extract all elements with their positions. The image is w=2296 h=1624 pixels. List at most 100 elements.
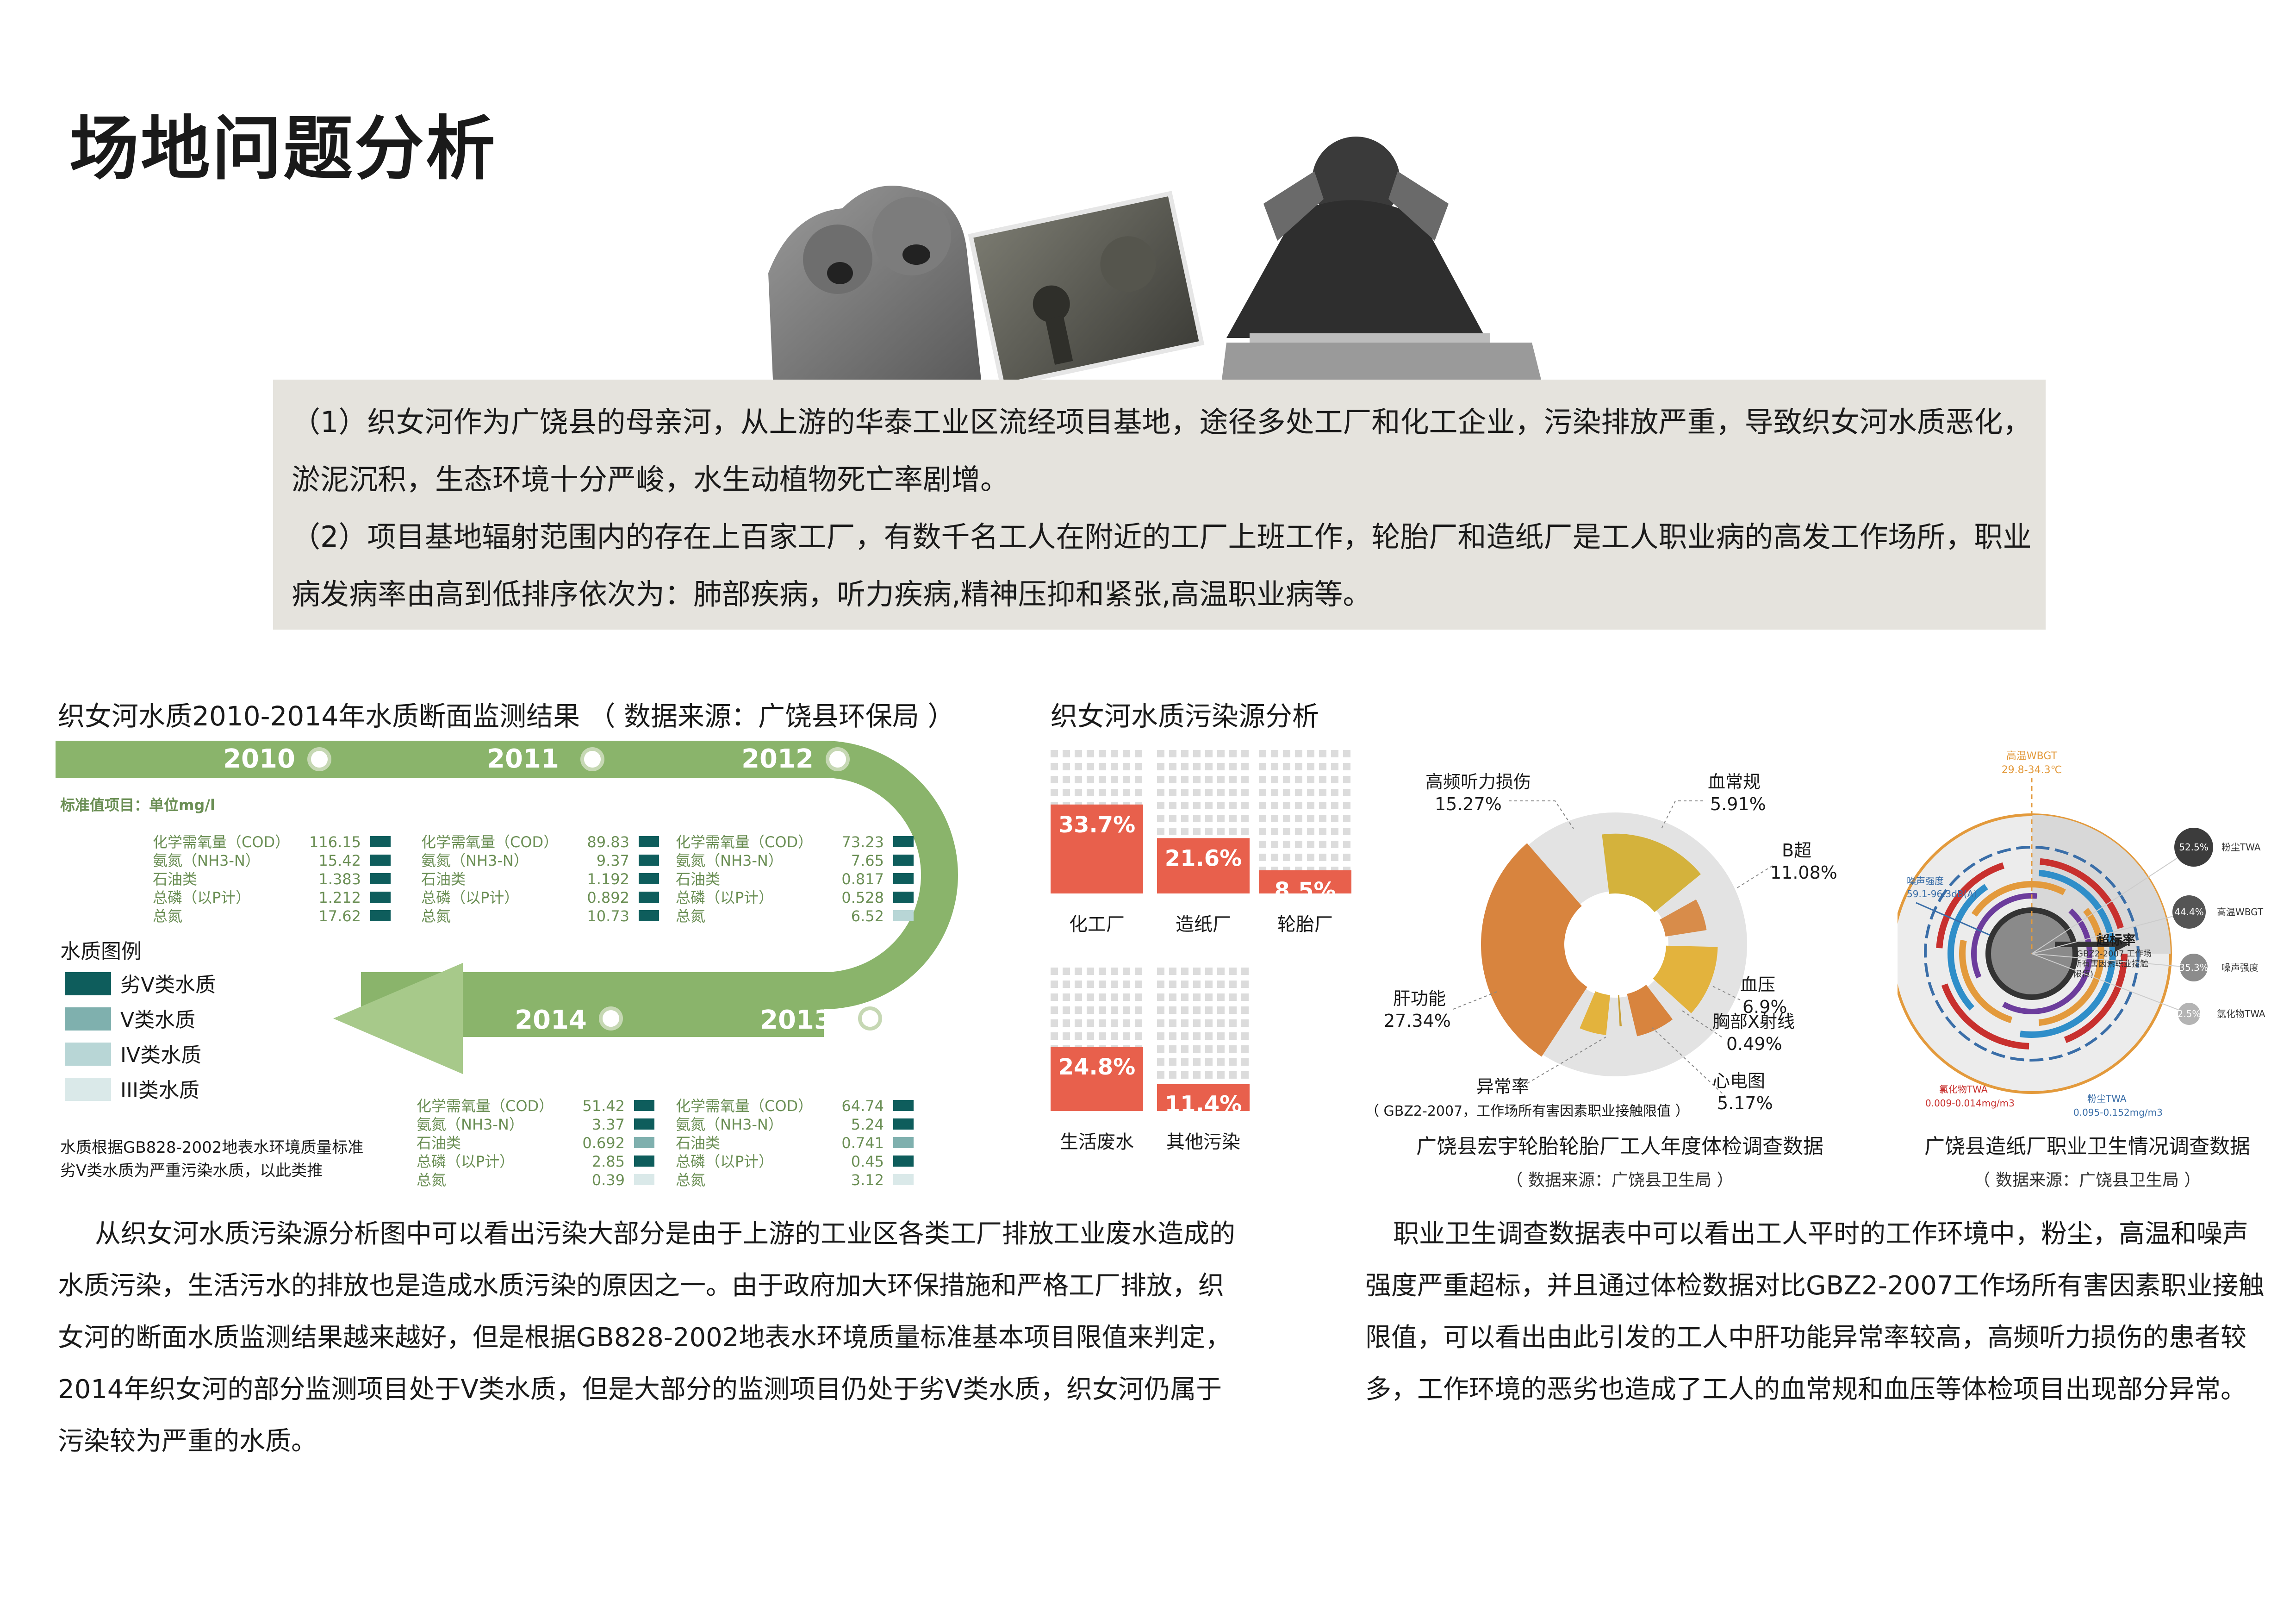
health-donut-chart: 高频听力损伤 15.27% 血常规 5.91% B超 11.08% 血压 6.9… <box>1365 772 1837 1119</box>
left-analysis-paragraph: 从织女河水质污染源分析图中可以看出污染大部分是由于上游的工业区各类工厂排放工业废… <box>58 1219 1235 1456</box>
grid-dot <box>1229 968 1237 975</box>
grid-dot <box>1331 776 1338 783</box>
chloride-label: 氯化物TWA <box>1939 1084 1988 1095</box>
grid-dot <box>1075 968 1082 975</box>
grid-dot <box>1099 763 1106 770</box>
grid-dot <box>1111 776 1118 783</box>
grid-dot <box>1241 1045 1249 1053</box>
grid-dot <box>1135 968 1142 975</box>
grid-dot <box>1259 789 1266 796</box>
grid-dot <box>1205 981 1213 988</box>
grid-dot <box>1135 763 1142 770</box>
legend-label: IV类水质 <box>120 1043 201 1067</box>
year-label-2014: 2014 <box>515 1005 587 1035</box>
grid-dot <box>1205 1045 1213 1053</box>
grid-dot <box>1271 841 1278 848</box>
grid-dot <box>1111 981 1118 988</box>
grid-dot <box>1307 815 1314 822</box>
grid-dot <box>1063 776 1070 783</box>
grid-dot <box>1063 1006 1070 1014</box>
grid-dot <box>1087 968 1094 975</box>
grid-dot <box>1181 1071 1188 1079</box>
badge-circle <box>2180 954 2208 981</box>
grid-dot <box>1075 1006 1082 1014</box>
legend-swatch <box>65 972 111 995</box>
grid-dot <box>1205 776 1213 783</box>
grid-dot <box>1271 802 1278 809</box>
grid-dot <box>1051 1032 1058 1040</box>
radial-caption: 广饶县造纸厂职业卫生情况调查数据 <box>1924 1135 2250 1158</box>
grid-dot <box>1169 802 1176 809</box>
legend-swatch <box>65 1043 111 1066</box>
year-label-2012: 2012 <box>741 744 814 774</box>
grid-dot <box>1205 1071 1213 1079</box>
grid-dot <box>1193 815 1201 822</box>
badge-connector <box>2031 953 2194 968</box>
grid-dot <box>1283 789 1290 796</box>
grid-dot <box>1063 1032 1070 1040</box>
grid-dot <box>1331 828 1338 835</box>
label-ecg: 心电图 <box>1712 1071 1765 1091</box>
grid-dot <box>1205 828 1213 835</box>
grid-dot <box>1271 776 1278 783</box>
grid-dot <box>1229 750 1237 757</box>
grid-dot <box>1283 841 1290 848</box>
label-bultrasound: B超 <box>1782 840 1811 861</box>
grid-dot <box>1169 750 1176 757</box>
badge-circle <box>2172 895 2206 929</box>
year-label-2011: 2011 <box>487 744 559 774</box>
grid-dot <box>1241 763 1249 770</box>
grid-dot <box>1295 763 1302 770</box>
grid-dot <box>1123 789 1130 796</box>
wq-class-swatch <box>639 892 659 903</box>
grid-dot <box>1259 776 1266 783</box>
grid-dot <box>1087 993 1094 1001</box>
grid-dot <box>1051 763 1058 770</box>
grid-dot <box>1181 789 1188 796</box>
grid-dot <box>1075 750 1082 757</box>
grid-dot <box>1319 776 1326 783</box>
grid-dot <box>1217 1071 1225 1079</box>
wq-class-swatch <box>893 1137 914 1148</box>
intro-paragraph-2: （2）项目基地辐射范围内的存在上百家工厂，有数千名工人在附近的工厂上班工作，轮胎… <box>292 520 2032 611</box>
wq-class-swatch <box>370 873 391 884</box>
donut-slice <box>1481 843 1587 1057</box>
grid-dot <box>1229 776 1237 783</box>
grid-dot <box>1241 789 1249 796</box>
grid-dot <box>1135 750 1142 757</box>
grid-dot <box>1051 789 1058 796</box>
grid-dot <box>1307 776 1314 783</box>
grid-dot <box>1295 776 1302 783</box>
value-blood: 5.91% <box>1710 794 1766 814</box>
grid-dot <box>1193 968 1201 975</box>
wq-item-label: 总磷（以P计） <box>417 1153 514 1170</box>
intro-box: （1）织女河作为广饶县的母亲河，从上游的华泰工业区流经项目基地，途径多处工厂和化… <box>273 380 2046 630</box>
grid-dot <box>1123 981 1130 988</box>
badge-connector <box>2031 912 2190 954</box>
grid-dot <box>1241 815 1249 822</box>
grid-dot <box>1217 750 1225 757</box>
grid-dot <box>1075 1019 1082 1027</box>
grid-dot <box>1181 815 1188 822</box>
grid-dot <box>1229 1006 1237 1014</box>
grid-dot <box>1271 789 1278 796</box>
wq-class-swatch <box>370 836 391 847</box>
wq-item-label: 化学需氧量（COD） <box>153 833 290 851</box>
badge-name: 噪声强度 <box>2221 962 2259 973</box>
grid-dot <box>1229 1032 1237 1040</box>
grid-dot <box>1241 1058 1249 1066</box>
grid-dot <box>1283 802 1290 809</box>
grid-dot <box>1193 802 1201 809</box>
grid-dot <box>1205 993 1213 1001</box>
grid-dot <box>1343 828 1350 835</box>
grid-dot <box>1051 1006 1058 1014</box>
wq-item-label: 石油类 <box>417 1134 461 1152</box>
grid-dot <box>1217 993 1225 1001</box>
grid-dot <box>1259 815 1266 822</box>
grid-dot <box>1229 981 1237 988</box>
grid-dot <box>1229 789 1237 796</box>
grid-dot <box>1217 1045 1225 1053</box>
grid-dot <box>1343 750 1350 757</box>
